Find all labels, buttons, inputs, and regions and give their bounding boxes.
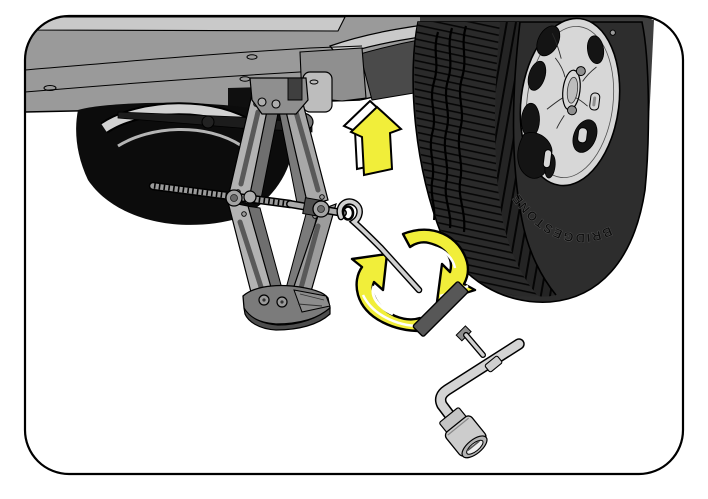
spoke-window-3 bbox=[527, 60, 547, 91]
wheel-nut-wrench bbox=[434, 338, 525, 459]
rim-slot-3 bbox=[542, 149, 553, 169]
rim-slot-key bbox=[592, 96, 597, 107]
pivot-left-core bbox=[230, 194, 238, 202]
arm-ball-joint bbox=[201, 115, 215, 129]
tread-sidewall-edge bbox=[512, 21, 557, 296]
sill-drain-mark-3 bbox=[246, 54, 258, 60]
tread-groove-1 bbox=[429, 31, 440, 221]
socket-cup-shading bbox=[447, 417, 470, 436]
valve-stem bbox=[609, 29, 616, 36]
jack-base-skirt bbox=[243, 306, 331, 331]
base-bolt-1-core bbox=[262, 298, 266, 302]
raise-arrow bbox=[342, 99, 403, 177]
jack-base-fold-line-2 bbox=[297, 303, 323, 307]
screw-nut bbox=[243, 190, 257, 204]
rod-tip bbox=[464, 333, 485, 357]
spoke-lines bbox=[546, 33, 597, 129]
sill-drain-mark-1 bbox=[43, 85, 57, 91]
jack-base-fold bbox=[293, 289, 331, 313]
scissor-jack bbox=[148, 77, 355, 331]
body-contour-line-2 bbox=[25, 69, 341, 93]
wrench-socket bbox=[439, 407, 488, 459]
end-cap-mark bbox=[309, 79, 319, 85]
screw-threads bbox=[153, 183, 291, 207]
rotation-arrow-left bbox=[350, 252, 427, 333]
front-rim-inner-lip bbox=[117, 128, 243, 148]
raise-arrow-front-face bbox=[349, 105, 403, 177]
illustration-content: BRIDGESTONE bbox=[25, 16, 654, 459]
body-contour-line-1 bbox=[25, 45, 363, 71]
tread-groove-3 bbox=[457, 25, 468, 233]
jack-pivots bbox=[225, 189, 330, 218]
wrench-clip-tab bbox=[484, 355, 503, 373]
jack-saddle bbox=[249, 77, 309, 115]
center-cap-inner bbox=[566, 76, 579, 104]
rotation-arrow-left-highlight-1 bbox=[371, 285, 394, 316]
tread-groove-2 bbox=[443, 27, 454, 229]
jack-arm-slots bbox=[237, 109, 321, 293]
rim-inner-ring bbox=[525, 25, 615, 179]
rear-wheel: BRIDGESTONE bbox=[412, 17, 654, 303]
saddle-notch bbox=[287, 77, 303, 101]
alloy-rim bbox=[517, 17, 621, 187]
saddle-rivet-1 bbox=[257, 97, 267, 107]
car-top-light-strip bbox=[25, 16, 346, 32]
lug-nut-1 bbox=[575, 66, 586, 77]
socket-hex-hole bbox=[466, 439, 484, 455]
jack-base bbox=[242, 284, 331, 331]
jack-base-fold-line-1 bbox=[299, 293, 325, 301]
jack-handle-rod bbox=[336, 198, 486, 358]
wrench-handle bbox=[436, 339, 524, 422]
illustration-frame-border bbox=[23, 14, 685, 476]
saddle-rivet-2 bbox=[271, 99, 281, 109]
tire-tread-shoulder bbox=[495, 22, 556, 297]
rod-hook bbox=[337, 199, 421, 292]
pivot-right-core bbox=[317, 205, 325, 213]
handle-grip bbox=[412, 281, 469, 337]
base-bolt-2-core bbox=[280, 300, 284, 304]
spoke-window-2 bbox=[587, 35, 605, 65]
rim-slot-2 bbox=[577, 127, 588, 144]
lug-nut-2 bbox=[567, 105, 578, 116]
rotation-arrow-right-highlight-1 bbox=[432, 245, 457, 269]
socket-hex-shadow bbox=[467, 440, 480, 452]
